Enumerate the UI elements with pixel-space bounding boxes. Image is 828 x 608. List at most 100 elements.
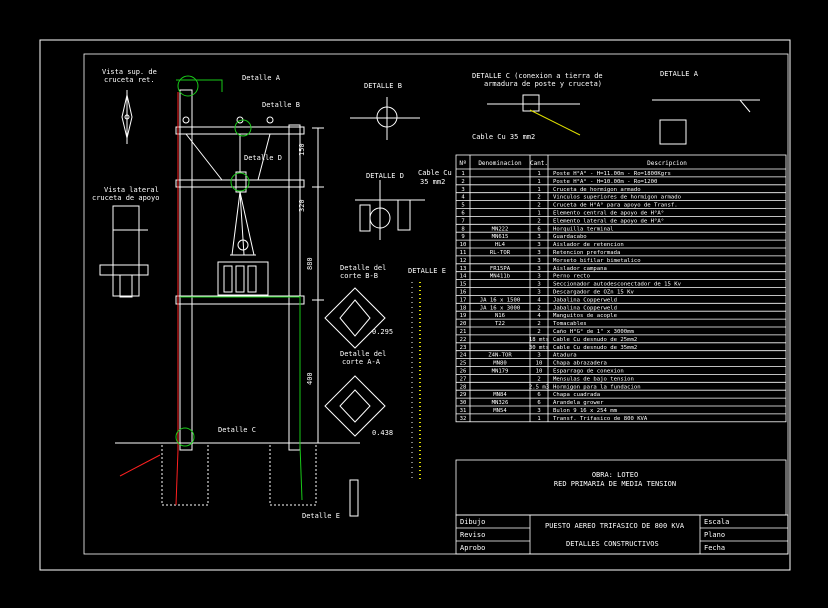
bom-cell: 28	[460, 384, 467, 390]
bom-cell: 20	[460, 321, 467, 327]
bom-cell: 2	[537, 376, 540, 382]
bom-cell: 4	[461, 195, 465, 201]
bom-cell: 30 mts	[529, 345, 549, 351]
bom-cell: 18 mts	[529, 337, 549, 343]
bom-cell: Descargador de OZn 15 Kv	[553, 290, 634, 296]
obra-line-2: RED PRIMARIA DE MEDIA TENSION	[554, 480, 676, 488]
dim-320: 320	[298, 199, 306, 212]
title-dibujo: Dibujo	[460, 518, 485, 526]
label-corte-aa-2: corte A-A	[342, 358, 381, 366]
bom-cell: 19	[460, 313, 467, 319]
bom-cell: Perno recto	[553, 274, 590, 280]
bom-cell: MN179	[492, 369, 509, 375]
bom-cell: 4	[537, 297, 541, 303]
bom-cell: 14	[460, 274, 467, 280]
label-detalle-a: Detalle A	[242, 74, 281, 82]
bom-cell: 2	[537, 203, 540, 209]
detalle-d-figure	[355, 180, 425, 240]
label-detalle-c-title-1: DETALLE C (conexion a tierra de	[472, 72, 603, 80]
bom-cell: MN222	[492, 226, 509, 232]
bom-cell: Hormigon para la fundacion	[553, 384, 641, 390]
bom-cell: 10	[536, 361, 543, 367]
bom-cell: Chapa abrazadera	[553, 361, 607, 367]
label-detalle-a2: DETALLE A	[660, 70, 699, 78]
bom-cell: 12	[460, 258, 467, 264]
label-detalle-b: Detalle B	[262, 101, 300, 109]
bom-cell: 27	[460, 376, 467, 382]
bom-cell: Horquilla terminal	[553, 226, 614, 232]
bom-cell: 2.5 m3	[529, 384, 549, 390]
bom-cell: Mensulas de bajo tension	[553, 376, 634, 382]
bom-cell: T22	[495, 321, 505, 327]
bom-cell: RL-TOR	[490, 250, 511, 256]
label-detalle-d: Detalle D	[244, 154, 282, 162]
title-fecha: Fecha	[704, 544, 725, 552]
detalle-b-figure	[350, 97, 420, 140]
label-cable-cu-1: Cable Cu	[418, 169, 452, 177]
bom-cell: Poste H°A° - H=11.00m - Ro=1800Kgrs	[553, 171, 671, 177]
corte-aa-figure	[324, 375, 386, 437]
inner-border	[83, 53, 789, 555]
bom-cell: Morseto bifilar bimetalico	[553, 258, 641, 264]
label-vista-lat-2: cruceta de apoyo	[92, 194, 159, 202]
label-detalle-c: Detalle C	[218, 426, 256, 434]
bom-cell: 16	[460, 290, 467, 296]
bom-cell: 3	[537, 408, 540, 414]
bom-cell: MN326	[492, 400, 509, 406]
bom-cell: 3	[537, 353, 540, 359]
obra-line-1: OBRA: LOTEO	[592, 471, 638, 479]
bom-cell: Caño H°G° de 1" x 3000mm	[553, 329, 634, 335]
title-escala: Escala	[704, 518, 729, 526]
bom-cell: 25	[460, 361, 467, 367]
bom-cell: Elemento central de apoyo de H°A°	[553, 211, 664, 217]
label-cable-cu-35: Cable Cu 35 mm2	[472, 133, 535, 141]
bom-cell: 6	[537, 400, 540, 406]
bom-cell: 10	[460, 242, 467, 248]
bom-cell: FR15PA	[490, 266, 511, 272]
bom-cell: MN84	[493, 392, 507, 398]
label-detalle-e: Detalle E	[302, 512, 340, 520]
bom-cell: Guardacabo	[553, 234, 587, 240]
bom-header-cell: Nº	[459, 160, 466, 167]
detalle-c-figure	[487, 94, 581, 136]
bom-cell: 5	[461, 203, 464, 209]
bom-cell: Cruceta de H°A° para apoyo de Transf.	[553, 203, 678, 209]
outer-border	[39, 39, 791, 571]
title-aprobo: Aprobo	[460, 544, 485, 552]
bom-cell: 26	[460, 369, 467, 375]
dim-880: 880	[306, 257, 314, 270]
title-block	[455, 514, 789, 555]
bom-cell: Aislador de retencion	[553, 242, 624, 248]
bom-cell: 9	[461, 234, 464, 240]
label-detalle-e2: DETALLE E	[408, 267, 446, 275]
detalle-a-figure	[652, 99, 760, 145]
bom-cell: 3	[461, 187, 464, 193]
bom-cell: 6	[537, 226, 540, 232]
bom-cell: 30	[460, 400, 467, 406]
ground-conductor-green	[176, 79, 223, 92]
bom-cell: 3	[537, 242, 540, 248]
bom-cell: Manguitos de acople	[553, 313, 618, 319]
bom-cell: 8	[461, 226, 465, 232]
bom-cell: MN80	[493, 361, 506, 367]
title-plano: Plano	[704, 531, 725, 539]
bom-cell: 2	[537, 218, 540, 224]
bom-cell: 3	[537, 258, 540, 264]
bom-cell: Cable Cu desnudo de 35mm2	[553, 345, 637, 351]
bom-cell: 1	[537, 416, 540, 422]
bom-cell: 31	[460, 408, 467, 414]
label-dim-0438: 0.438	[372, 429, 393, 437]
title-reviso: Reviso	[460, 531, 485, 539]
bom-header-cell: Descripcion	[647, 160, 687, 167]
bom-cell: 29	[460, 392, 467, 398]
title-main-1: PUESTO AEREO TRIFASICO DE 800 KVA	[545, 522, 685, 530]
corte-bb-figure	[324, 287, 386, 349]
label-cable-cu-2: 35 mm2	[420, 178, 445, 186]
bom-cell: 2	[537, 321, 540, 327]
bom-cell: 11	[460, 250, 467, 256]
ground-conductor-red	[175, 92, 179, 506]
bom-cell: 3	[537, 234, 540, 240]
bom-cell: 23	[460, 345, 467, 351]
label-detalle-d2: DETALLE D	[366, 172, 404, 180]
